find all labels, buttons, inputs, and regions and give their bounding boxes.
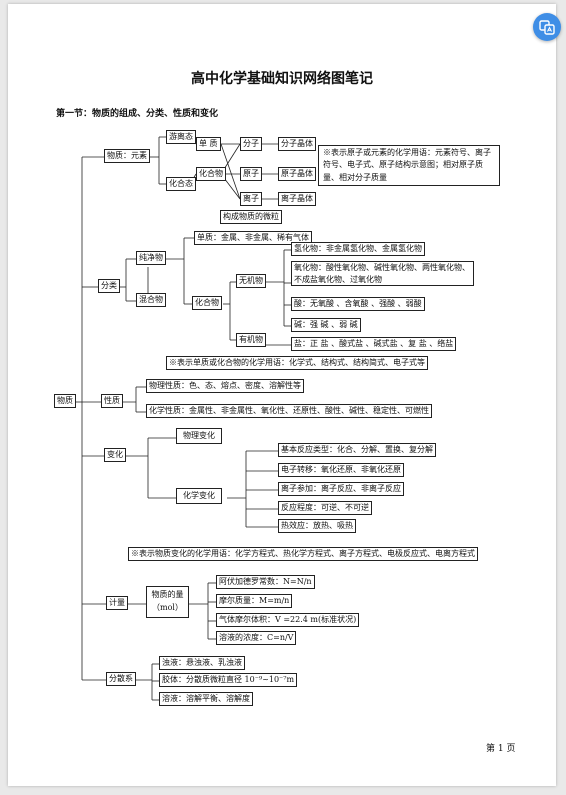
node-salt: 盐：正 盐 、酸式盐 、碱式盐 、复 盐 、络盐 <box>291 337 457 351</box>
node-solution: 溶液：溶解平衡、溶解度 <box>159 692 253 706</box>
node-classification: 分类 <box>98 279 120 293</box>
node-molecular-crystal: 分子晶体 <box>278 137 316 151</box>
node-measurement: 计量 <box>106 596 128 610</box>
node-base: 碱：强 碱 、弱 碱 <box>291 318 361 332</box>
node-ionic-crystal: 离子晶体 <box>278 192 316 206</box>
node-change: 变化 <box>104 448 126 462</box>
node-avogadro: 阿伏加德罗常数：N=N/n <box>216 575 315 589</box>
node-reaction-basic: 基本反应类型：化合、分解、置换、复分解 <box>278 443 436 457</box>
node-mixture: 混合物 <box>136 293 166 307</box>
node-molecule: 分子 <box>240 137 262 151</box>
node-ion-participation: 离子参加：离子反应、非离子反应 <box>278 482 404 496</box>
node-free-state: 游离态 <box>166 130 196 144</box>
translate-icon <box>539 20 555 35</box>
node-chemical-change: 化学变化 <box>176 488 222 504</box>
page-number: 第 1 页 <box>486 744 516 754</box>
node-root: 物质 <box>54 394 76 408</box>
translate-button[interactable] <box>533 13 561 41</box>
node-elements-types: 单质：金属、非金属、稀有气体 <box>194 231 312 245</box>
node-colloid: 胶体：分散质微粒直径 10⁻⁹~10⁻⁷m <box>159 673 298 687</box>
note-change: ※表示物质变化的化学用语：化学方程式、热化学方程式、离子方程式、电极反应式、电离… <box>128 547 478 561</box>
node-chemical-property: 化学性质：金属性、非金属性、氧化性、还原性、酸性、碱性、稳定性、可燃性 <box>146 404 432 418</box>
node-physical-property: 物理性质：色、态、熔点、密度、溶解性等 <box>146 379 304 393</box>
node-molar-mass: 摩尔质量：M=m/n <box>216 594 293 608</box>
node-reaction-degree: 反应程度：可逆、不可逆 <box>278 501 372 515</box>
node-molar-volume: 气体摩尔体积：V =22.4 m(标准状况) <box>216 613 360 627</box>
node-acid: 酸：无氧酸 、含氧酸 、强酸 、弱酸 <box>291 297 425 311</box>
node-amount: 物质的量（mol） <box>146 586 189 618</box>
node-atomic-crystal: 原子晶体 <box>278 167 316 181</box>
node-property: 性质 <box>101 394 123 408</box>
node-simple-substance: 单 质 <box>196 137 221 151</box>
node-compound: 化合物 <box>192 296 222 310</box>
node-turbid: 浊液：悬浊液、乳浊液 <box>159 656 245 670</box>
node-electron-transfer: 电子转移：氧化还原、非氧化还原 <box>278 463 404 477</box>
connector-lines <box>74 136 291 701</box>
node-heat-effect: 热效应：放热、吸热 <box>278 519 356 533</box>
node-dispersion: 分散系 <box>106 672 136 686</box>
section-heading: 第一节：物质的组成、分类、性质和变化 <box>56 109 219 119</box>
node-composition: 物质：元素 <box>104 149 150 163</box>
page-title: 高中化学基础知识网络图笔记 <box>191 71 373 87</box>
note-classification: ※表示单质或化合物的化学用语：化学式、结构式、结构简式、电子式等 <box>166 356 428 370</box>
node-oxide: 氧化物：酸性氧化物、碱性氧化物、两性氧化物、不成盐氧化物、过氧化物 <box>291 261 474 287</box>
node-inorganic: 无机物 <box>236 274 266 288</box>
node-physical-change: 物理变化 <box>176 428 222 444</box>
node-pure: 纯净物 <box>136 251 166 265</box>
node-organic: 有机物 <box>236 333 266 347</box>
node-hydride: 氢化物：非金属氢化物、金属氢化物 <box>291 242 425 256</box>
node-concentration: 溶液的浓度：C=n/V <box>216 631 297 645</box>
note-composition: ※表示原子或元素的化学用语：元素符号、离子符号、电子式、原子结构示意图；相对原子… <box>318 145 500 187</box>
node-combined-state: 化合态 <box>166 177 196 191</box>
node-particles: 构成物质的微粒 <box>220 210 282 224</box>
node-atom: 原子 <box>240 167 262 181</box>
node-compound-top: 化合物 <box>196 167 226 181</box>
document-page: 高中化学基础知识网络图笔记 第一节：物质的组成、分类、性质和变化 物质 物质：元… <box>8 4 556 786</box>
node-ion: 离子 <box>240 192 262 206</box>
